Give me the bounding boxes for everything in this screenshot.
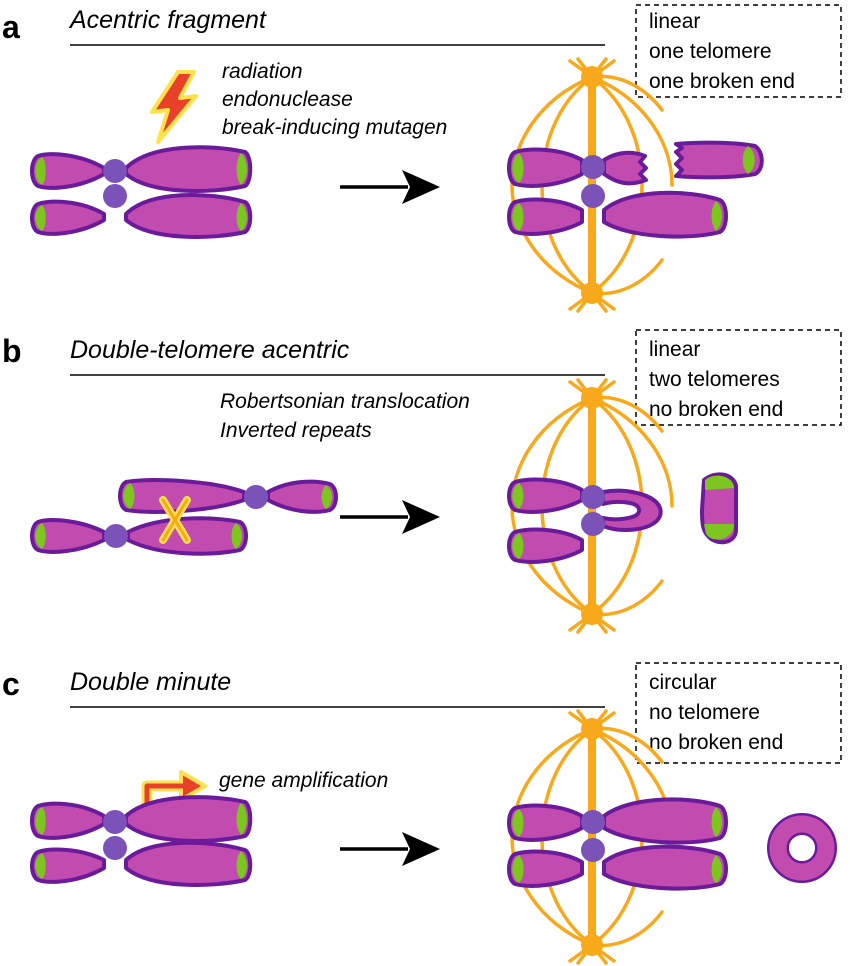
cause-3: break-inducing mutagen <box>222 116 447 139</box>
properties-box <box>635 329 842 426</box>
properties-box <box>635 662 842 764</box>
panel-title: Double-telomere acentric <box>70 336 350 364</box>
chromosome-pair-before <box>30 795 253 887</box>
chromosome-pair-after <box>507 797 728 891</box>
panel-label: c <box>2 666 20 702</box>
panel-title: Acentric fragment <box>68 6 267 34</box>
property-3: one broken end <box>649 70 795 93</box>
property-1: linear <box>649 10 700 33</box>
cause-1: gene amplification <box>219 769 388 792</box>
chromosome-pair-before <box>30 145 253 239</box>
property-3: no broken end <box>649 398 783 421</box>
chromosomes-before <box>30 478 338 556</box>
panel-title: Double minute <box>70 668 231 696</box>
lightning-bolt-icon <box>150 70 198 144</box>
arrow-a <box>340 170 440 204</box>
property-3: no broken end <box>649 731 783 754</box>
panel-label: a <box>2 9 20 45</box>
properties-box <box>635 4 842 98</box>
property-2: no telomere <box>649 701 760 724</box>
panel-label: b <box>2 333 22 369</box>
double-minute-ring <box>767 813 837 883</box>
arrow-b <box>340 500 440 534</box>
chromosome-pair-after <box>507 147 728 239</box>
cause-2: Inverted repeats <box>220 419 372 442</box>
panel-b: b Double-telomere acentric Robertsonian … <box>2 329 842 632</box>
double-telomere-fragment <box>700 472 738 545</box>
property-2: one telomere <box>649 40 772 63</box>
panel-a: a Acentric fragment radiation endonuclea… <box>2 4 842 311</box>
panel-c: c Double minute gene amplification circu… <box>2 662 842 963</box>
cause-2: endonuclease <box>222 88 353 111</box>
cause-1: Robertsonian translocation <box>220 390 470 413</box>
property-1: circular <box>649 671 717 694</box>
chromosomes-after <box>507 477 663 564</box>
property-2: two telomeres <box>649 368 780 391</box>
arrow-c <box>340 832 440 866</box>
cause-1: radiation <box>222 60 303 83</box>
property-1: linear <box>649 338 700 361</box>
acentric-fragment <box>674 140 764 180</box>
